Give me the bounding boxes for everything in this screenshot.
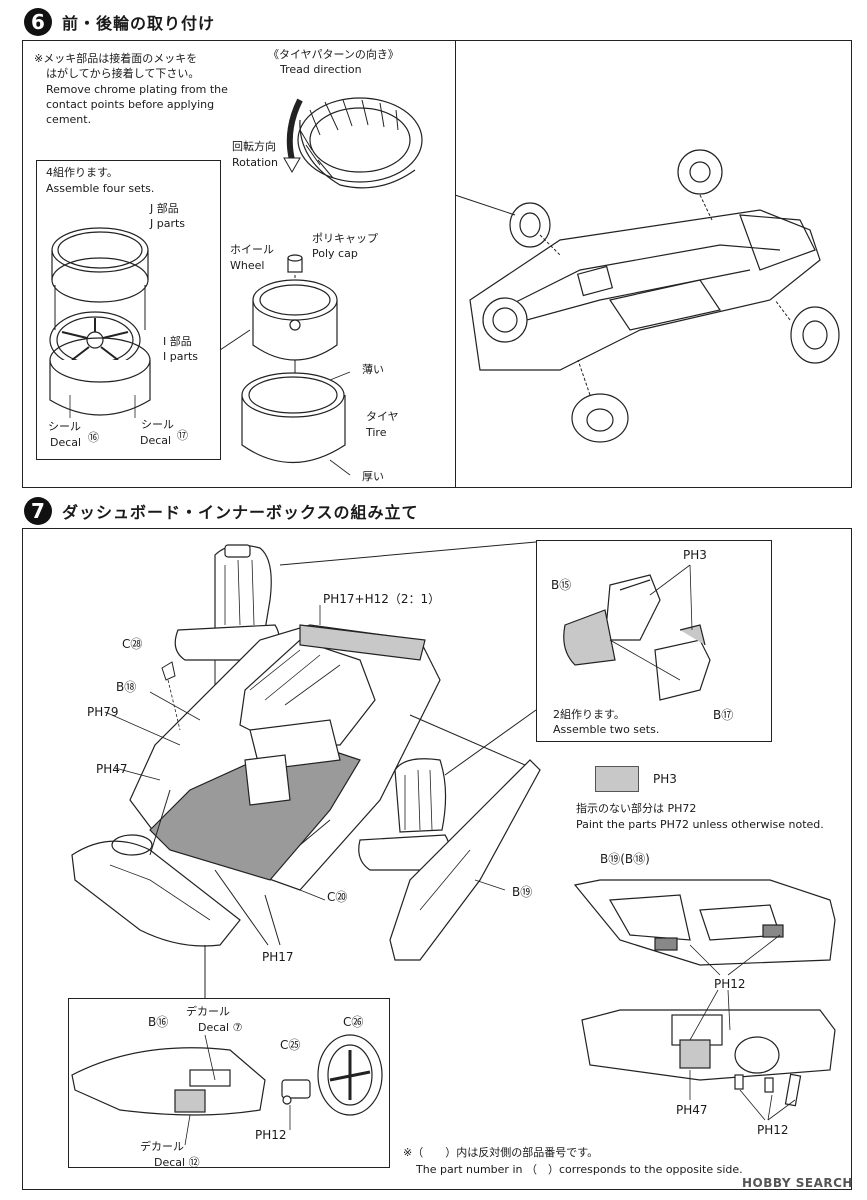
step-6-illustrations: [49, 97, 840, 476]
two-sets-en: Assemble two sets.: [553, 723, 660, 736]
tread-direction-jp: 《タイヤパターンの向き》: [268, 48, 399, 61]
door-card-drawing: [573, 879, 836, 966]
rim-lower-drawing: [49, 337, 151, 416]
label-ph47: PH47: [96, 762, 128, 776]
decal-en-right: Decal: [140, 434, 172, 447]
step-6-frame: [22, 40, 852, 488]
dashboard-main-drawing: [71, 834, 241, 947]
tread-direction-en: Tread direction: [280, 63, 362, 76]
tread-tire-drawing: [297, 97, 423, 189]
decal12-en: Decal ⑫: [154, 1156, 200, 1169]
thin-jp: 薄い: [362, 363, 384, 376]
step-6-number: 6: [24, 8, 52, 36]
thick-jp: 厚い: [362, 470, 384, 483]
chrome-note-jp-2: はがしてから接着して下さい。: [46, 67, 200, 80]
rotation-jp: 回転方向: [232, 140, 276, 153]
label-b15: B⑮: [551, 578, 572, 592]
label-c28: C㉘: [122, 637, 143, 651]
step-7-title: ダッシュボード・インナーボックスの組み立て: [62, 503, 419, 522]
seal-jp-left: シール: [48, 420, 81, 433]
step-6-header: 6 前・後輪の取り付け: [24, 8, 215, 36]
decal-en-left: Decal: [50, 436, 82, 449]
label-b17: B⑰: [713, 708, 734, 722]
decal7-en: Decal ⑦: [198, 1021, 243, 1034]
legend-ph3: PH3: [653, 772, 677, 786]
steering-wheel-drawing: [317, 1034, 383, 1116]
column-c25-drawing: [281, 1079, 311, 1105]
poly-cap-drawing: [287, 254, 303, 273]
label-c25: C㉕: [280, 1038, 301, 1052]
rear-seat-subbox: [536, 540, 772, 742]
wheel-jp: ホイール: [230, 243, 274, 256]
rotation-en: Rotation: [232, 156, 279, 169]
dashboard-subbox: [68, 998, 390, 1168]
tire-en: Tire: [366, 426, 387, 439]
two-sets-jp: 2組作ります。: [553, 708, 625, 721]
assemble-four-jp: 4組作ります。: [46, 166, 118, 179]
decal12-jp: デカール: [140, 1140, 184, 1153]
dashboard-right-drawing: [581, 1009, 836, 1107]
wheel-en: Wheel: [230, 259, 265, 272]
chrome-note-en-3: cement.: [46, 113, 92, 126]
step-7-header: 7 ダッシュボード・インナーボックスの組み立て: [24, 497, 419, 525]
gray-paint-swatch: [595, 766, 639, 792]
label-ph12-b: PH12: [757, 1123, 789, 1137]
label-c26: C㉖: [343, 1015, 364, 1029]
decal7-jp: デカール: [186, 1005, 230, 1018]
paint-note-en: Paint the parts PH72 unless otherwise no…: [576, 818, 824, 831]
c28-part-drawing: [161, 661, 176, 681]
label-ph17: PH17: [262, 950, 294, 964]
label-b16: B⑯: [148, 1015, 169, 1029]
label-ph47-b: PH47: [676, 1103, 708, 1117]
chrome-note-en-2: contact points before applying: [46, 98, 215, 111]
step-7-number: 7: [24, 497, 52, 525]
step-6-divider: [455, 40, 457, 488]
front-seat-right-drawing: [358, 758, 450, 871]
label-ph12-a: PH12: [714, 977, 746, 991]
polycap-en: Poly cap: [312, 247, 358, 260]
step-6-title: 前・後輪の取り付け: [62, 14, 216, 33]
footnote-jp: ※（ ）内は反対側の部品番号です。: [403, 1146, 599, 1159]
door-panel-b19-drawing: [389, 759, 541, 961]
polycap-jp: ポリキャップ: [312, 232, 378, 245]
tire-drawing: [241, 372, 346, 463]
watermark: HOBBY SEARCH: [742, 1176, 853, 1190]
tire-jp: タイヤ: [366, 410, 399, 423]
label-b19-b18: B⑲(B⑱): [600, 852, 650, 866]
decal-17: ⑰: [177, 429, 188, 442]
decal-16: ⑯: [88, 431, 99, 444]
wheel-face-i-parts-drawing: [49, 311, 141, 369]
step-7-frame: [22, 528, 852, 1190]
rear-seat-parts-drawing: [563, 574, 711, 701]
label-ph12-c: PH12: [255, 1128, 287, 1142]
label-c20: C⑳: [327, 890, 348, 904]
rim-j-parts-drawing: [51, 227, 149, 303]
paint-note-jp: 指示のない部分は PH72: [576, 802, 697, 815]
interior-tub-drawing: [129, 624, 441, 891]
mix-label: PH17+H12（2：1）: [323, 592, 441, 606]
assemble-four-en: Assemble four sets.: [46, 182, 155, 195]
i-parts-en: I parts: [163, 350, 199, 363]
label-ph79: PH79: [87, 705, 119, 719]
label-b18: B⑱: [116, 680, 137, 694]
footnote-en: The part number in （ ）corresponds to the…: [416, 1163, 743, 1176]
chrome-note-en-1: Remove chrome plating from the: [46, 83, 228, 96]
label-b19: B⑲: [512, 885, 533, 899]
chassis-drawing: [469, 209, 821, 371]
j-parts-jp: J 部品: [150, 202, 179, 215]
label-ph3-seat: PH3: [683, 548, 707, 562]
chassis-tires: [509, 149, 840, 443]
i-parts-jp: I 部品: [163, 335, 192, 348]
dashboard-detail-drawing: [71, 1047, 266, 1116]
step-6-rim-subbox: [36, 160, 221, 460]
rotation-arrow: [286, 98, 303, 161]
seal-jp-right: シール: [141, 418, 174, 431]
j-parts-en: J parts: [150, 217, 186, 230]
chrome-note-jp-1: ※メッキ部品は接着面のメッキを: [34, 52, 198, 65]
wheel-drawing: [252, 279, 338, 361]
